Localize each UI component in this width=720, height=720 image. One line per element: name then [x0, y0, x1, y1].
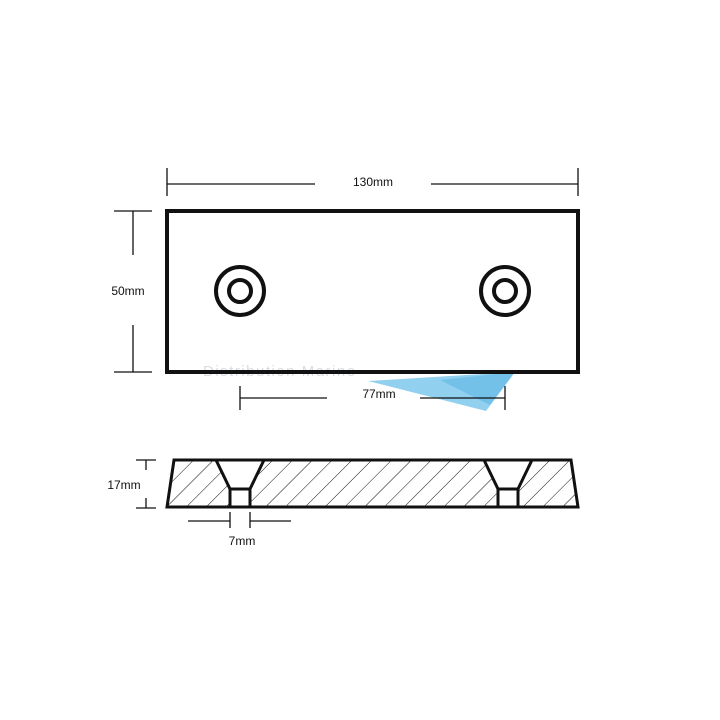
anode-plate-outline	[165, 209, 580, 374]
side-view	[165, 458, 580, 509]
width-label: 50mm	[111, 284, 144, 298]
thickness-label: 17mm	[107, 478, 140, 492]
hole-spacing-label: 77mm	[362, 387, 395, 401]
width-dimension: 50mm	[111, 210, 152, 373]
length-dimension: 130mm	[166, 168, 579, 196]
hole-diameter-dimension: 7mm	[188, 512, 291, 548]
hole-diameter-label: 7mm	[229, 534, 256, 548]
mounting-hole-left-inner	[227, 278, 253, 304]
mounting-hole-left-outer	[214, 265, 266, 317]
hole-spacing-dimension: 77mm	[239, 386, 506, 410]
watermark: Distribution Marine	[203, 363, 515, 411]
thickness-dimension: 17mm	[107, 459, 156, 509]
mounting-hole-right-outer	[479, 265, 531, 317]
anode-section-outline	[165, 458, 580, 509]
section-hatching	[167, 460, 578, 507]
top-view	[165, 209, 580, 374]
mounting-hole-right-inner	[492, 278, 518, 304]
length-label: 130mm	[353, 175, 393, 189]
watermark-logo-accent	[440, 372, 515, 405]
